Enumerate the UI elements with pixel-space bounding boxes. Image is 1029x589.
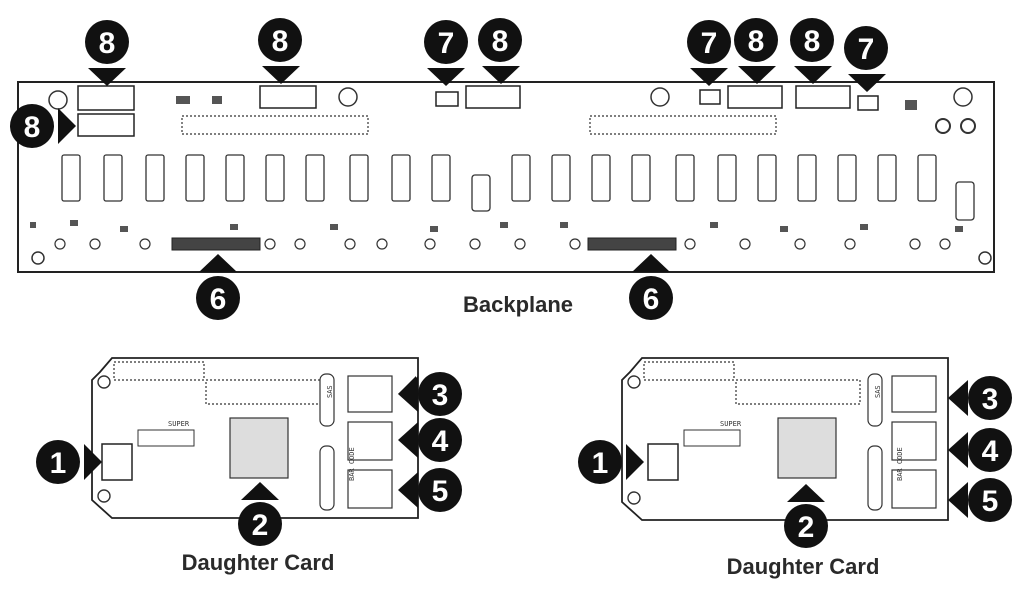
svg-text:3: 3 — [432, 379, 449, 412]
svg-text:2: 2 — [798, 511, 815, 544]
callout-bp-bottom-1: 6 — [196, 254, 240, 320]
backplane-drive-slots — [61, 154, 975, 221]
callout-dc2-bottom: 2 — [784, 484, 828, 548]
callout-dc1-left: 1 — [36, 440, 102, 484]
svg-text:8: 8 — [99, 27, 116, 60]
svg-text:4: 4 — [982, 435, 999, 468]
backplane-led-row — [54, 238, 951, 250]
dc2-sas-text: SAS — [874, 385, 882, 398]
svg-text:3: 3 — [982, 383, 999, 416]
svg-text:8: 8 — [748, 25, 765, 58]
callout-bp-top-4: 8 — [478, 18, 522, 84]
callout-dc1-right-3: 5 — [398, 468, 462, 512]
svg-text:8: 8 — [492, 25, 509, 58]
svg-text:5: 5 — [432, 475, 449, 508]
callout-bp-top-3: 7 — [424, 20, 468, 86]
callout-dc1-right-2: 4 — [398, 418, 462, 462]
callout-dc1-bottom: 2 — [238, 482, 282, 546]
svg-text:1: 1 — [50, 447, 67, 480]
callout-bp-bottom-2: 6 — [629, 254, 673, 320]
svg-text:7: 7 — [701, 27, 718, 60]
dc2-logo-text: SUPER — [720, 420, 742, 428]
callout-dc2-right-1: 3 — [948, 376, 1012, 420]
svg-text:1: 1 — [592, 447, 609, 480]
callout-dc2-right-3: 5 — [948, 478, 1012, 522]
daughter-card-right: SUPER BAR CODE SAS — [621, 357, 949, 521]
callout-bp-top-7: 8 — [790, 18, 834, 84]
daughter-card-left-caption: Daughter Card — [182, 550, 335, 575]
callout-dc2-right-2: 4 — [948, 428, 1012, 472]
backplane-caption: Backplane — [463, 292, 573, 317]
svg-text:6: 6 — [643, 283, 660, 316]
callout-bp-top-2: 8 — [258, 18, 302, 84]
callout-dc1-right-1: 3 — [398, 372, 462, 416]
dc1-logo-text: SUPER — [168, 420, 190, 428]
callout-bp-top-5: 7 — [687, 20, 731, 86]
svg-text:8: 8 — [804, 25, 821, 58]
svg-text:8: 8 — [24, 111, 41, 144]
svg-text:6: 6 — [210, 283, 227, 316]
daughter-card-left: SUPER BAR CODE SAS — [91, 357, 419, 519]
svg-text:2: 2 — [252, 509, 269, 542]
svg-text:5: 5 — [982, 485, 999, 518]
callout-bp-top-1: 8 — [85, 20, 129, 86]
callout-bp-left: 8 — [10, 104, 76, 148]
svg-text:4: 4 — [432, 425, 449, 458]
svg-text:8: 8 — [272, 25, 289, 58]
daughter-card-right-caption: Daughter Card — [727, 554, 880, 579]
callout-bp-top-8: 7 — [844, 26, 888, 92]
dc2-barcode-text: BAR CODE — [896, 447, 904, 481]
callout-bp-top-6: 8 — [734, 18, 778, 84]
dc1-barcode-text: BAR CODE — [348, 447, 356, 481]
callout-dc2-left: 1 — [578, 440, 644, 484]
dc1-sas-text: SAS — [326, 385, 334, 398]
svg-text:7: 7 — [858, 33, 875, 66]
svg-text:7: 7 — [438, 27, 455, 60]
backplane-board — [17, 81, 995, 273]
